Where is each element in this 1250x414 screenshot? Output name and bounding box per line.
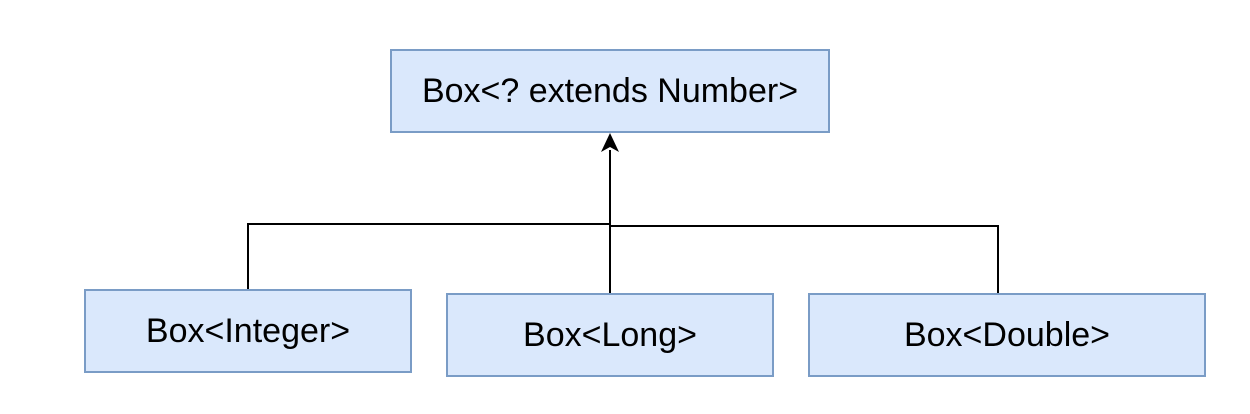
connector-double — [609, 150, 999, 293]
parent-type-label: Box<? extends Number> — [421, 71, 799, 110]
child-type-box-integer: Box<Integer> — [84, 289, 412, 373]
arrowhead-icon — [601, 133, 619, 152]
child-type-box-long: Box<Long> — [446, 293, 774, 377]
parent-type-box: Box<? extends Number> — [390, 49, 830, 133]
child-type-label-long: Box<Long> — [523, 315, 697, 354]
child-type-label-integer: Box<Integer> — [145, 311, 351, 350]
child-type-box-double: Box<Double> — [808, 293, 1206, 377]
connector-integer — [247, 150, 611, 289]
child-type-label-double: Box<Double> — [903, 315, 1111, 354]
